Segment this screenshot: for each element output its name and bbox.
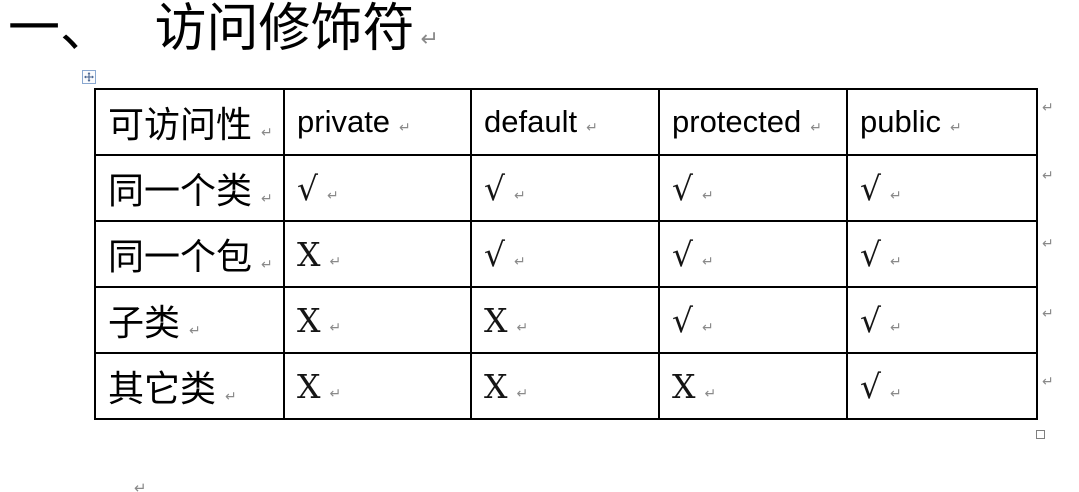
cell-end-mark-icon: ↵ — [516, 385, 529, 402]
cell-end-mark-icon: ↵ — [514, 253, 526, 270]
cell-end-mark-icon: ↵ — [329, 319, 342, 336]
cell-text: X — [297, 234, 321, 274]
cell-text: √ — [672, 168, 694, 208]
cell-end-mark-icon: ↵ — [890, 187, 902, 204]
row-label-cell[interactable]: 子类 ↵ — [94, 286, 285, 354]
cell-text: 其它类 — [108, 369, 217, 410]
cell-end-mark-icon: ↵ — [329, 253, 342, 270]
cell-text: public — [860, 104, 941, 139]
cell-text: 子类 — [108, 303, 181, 344]
cell-end-mark-icon: ↵ — [704, 385, 717, 402]
cell-text: √ — [860, 234, 882, 274]
value-cell[interactable]: √↵ — [846, 220, 1038, 288]
cell-end-mark-icon: ↵ — [890, 253, 902, 270]
access-modifier-table-wrap: 可访问性 ↵ private ↵ default ↵ protected ↵ publi… — [82, 70, 1054, 439]
table-move-handle[interactable] — [82, 70, 96, 84]
value-cell[interactable]: X↵ — [283, 220, 472, 288]
cell-end-mark-icon: ↵ — [890, 385, 902, 402]
cell-text: √ — [860, 168, 882, 208]
row-end-mark-icon: ↵ — [1042, 374, 1054, 390]
table-row-same-class: 同一个类↵ √↵ √↵ √↵ √↵ — [94, 154, 1038, 222]
value-cell[interactable]: √↵ — [846, 286, 1038, 354]
cell-end-mark-icon: ↵ — [950, 120, 962, 136]
cell-end-mark-icon: ↵ — [702, 187, 714, 204]
cell-end-mark-icon: ↵ — [399, 120, 411, 136]
value-cell[interactable]: X↵ — [470, 352, 660, 420]
table-resize-handle[interactable] — [1036, 430, 1045, 439]
value-cell[interactable]: X↵ — [658, 352, 848, 420]
move-icon — [84, 72, 94, 82]
access-modifier-table: 可访问性 ↵ private ↵ default ↵ protected ↵ publi… — [94, 88, 1038, 420]
row-label-cell[interactable]: 其它类 ↵ — [94, 352, 285, 420]
cell-end-mark-icon: ↵ — [261, 125, 273, 141]
cell-text: √ — [672, 300, 694, 340]
value-cell[interactable]: X↵ — [283, 352, 472, 420]
paragraph-mark-icon: ↵ — [134, 479, 147, 492]
cell-text: X — [297, 366, 321, 406]
table-header-row: 可访问性 ↵ private ↵ default ↵ protected ↵ publi… — [94, 88, 1038, 156]
cell-text: √ — [860, 300, 882, 340]
cell-end-mark-icon: ↵ — [329, 385, 342, 402]
table-row-other-class: 其它类↵ X↵ X↵ X↵ √↵ — [94, 352, 1038, 420]
value-cell[interactable]: X↵ — [470, 286, 660, 354]
value-cell[interactable]: √↵ — [846, 154, 1038, 222]
cell-end-mark-icon: ↵ — [702, 253, 714, 270]
cell-text: 可访问性 — [108, 105, 253, 146]
value-cell[interactable]: √↵ — [658, 220, 848, 288]
paragraph-mark-icon: ↵ — [420, 27, 439, 52]
cell-text: default — [484, 104, 578, 139]
cell-end-mark-icon: ↵ — [702, 319, 714, 336]
cell-end-mark-icon: ↵ — [516, 319, 529, 336]
cell-text: X — [297, 300, 321, 340]
cell-end-mark-icon: ↵ — [586, 120, 598, 136]
cell-end-mark-icon: ↵ — [514, 187, 526, 204]
header-cell-protected[interactable]: protected ↵ — [658, 88, 848, 156]
cell-text: X — [484, 300, 508, 340]
cell-end-mark-icon: ↵ — [225, 389, 237, 405]
cell-text: X — [484, 366, 508, 406]
row-label-cell[interactable]: 同一个类 ↵ — [94, 154, 285, 222]
cell-text: √ — [860, 366, 882, 406]
value-cell[interactable]: √↵ — [470, 154, 660, 222]
row-end-mark-icon: ↵ — [1042, 236, 1054, 252]
cell-end-mark-icon: ↵ — [327, 187, 339, 204]
cell-text: private — [297, 104, 391, 139]
cell-text: √ — [297, 168, 319, 208]
cell-text: 同一个类 — [108, 171, 253, 212]
header-cell-default[interactable]: default ↵ — [470, 88, 660, 156]
cell-text: √ — [484, 234, 506, 274]
header-cell-public[interactable]: public ↵ — [846, 88, 1038, 156]
header-cell-accessibility[interactable]: 可访问性 ↵ — [94, 88, 285, 156]
value-cell[interactable]: √↵ — [658, 286, 848, 354]
header-cell-private[interactable]: private ↵ — [283, 88, 472, 156]
page-title[interactable]: 一、 访问修饰符↵ — [8, 0, 439, 75]
title-text: 一、 访问修饰符 — [8, 0, 415, 59]
cell-end-mark-icon: ↵ — [261, 191, 273, 207]
cell-end-mark-icon: ↵ — [261, 257, 273, 273]
value-cell[interactable]: √↵ — [283, 154, 472, 222]
cell-text: √ — [484, 168, 506, 208]
cell-end-mark-icon: ↵ — [890, 319, 902, 336]
cell-text: protected — [672, 104, 802, 139]
table-row-subclass: 子类↵ X↵ X↵ √↵ √↵ — [94, 286, 1038, 354]
cell-text: X — [672, 366, 696, 406]
value-cell[interactable]: √↵ — [658, 154, 848, 222]
cell-end-mark-icon: ↵ — [189, 323, 201, 339]
value-cell[interactable]: √↵ — [470, 220, 660, 288]
row-label-cell[interactable]: 同一个包 ↵ — [94, 220, 285, 288]
row-end-mark-icon: ↵ — [1042, 306, 1054, 322]
cell-text: √ — [672, 234, 694, 274]
table-row-same-package: 同一个包↵ X↵ √↵ √↵ √↵ — [94, 220, 1038, 288]
row-end-mark-icon: ↵ — [1042, 168, 1054, 184]
cell-text: 同一个包 — [108, 237, 253, 278]
cell-end-mark-icon: ↵ — [810, 120, 822, 136]
row-end-mark-icon: ↵ — [1042, 100, 1054, 116]
value-cell[interactable]: √↵ — [846, 352, 1038, 420]
value-cell[interactable]: X↵ — [283, 286, 472, 354]
